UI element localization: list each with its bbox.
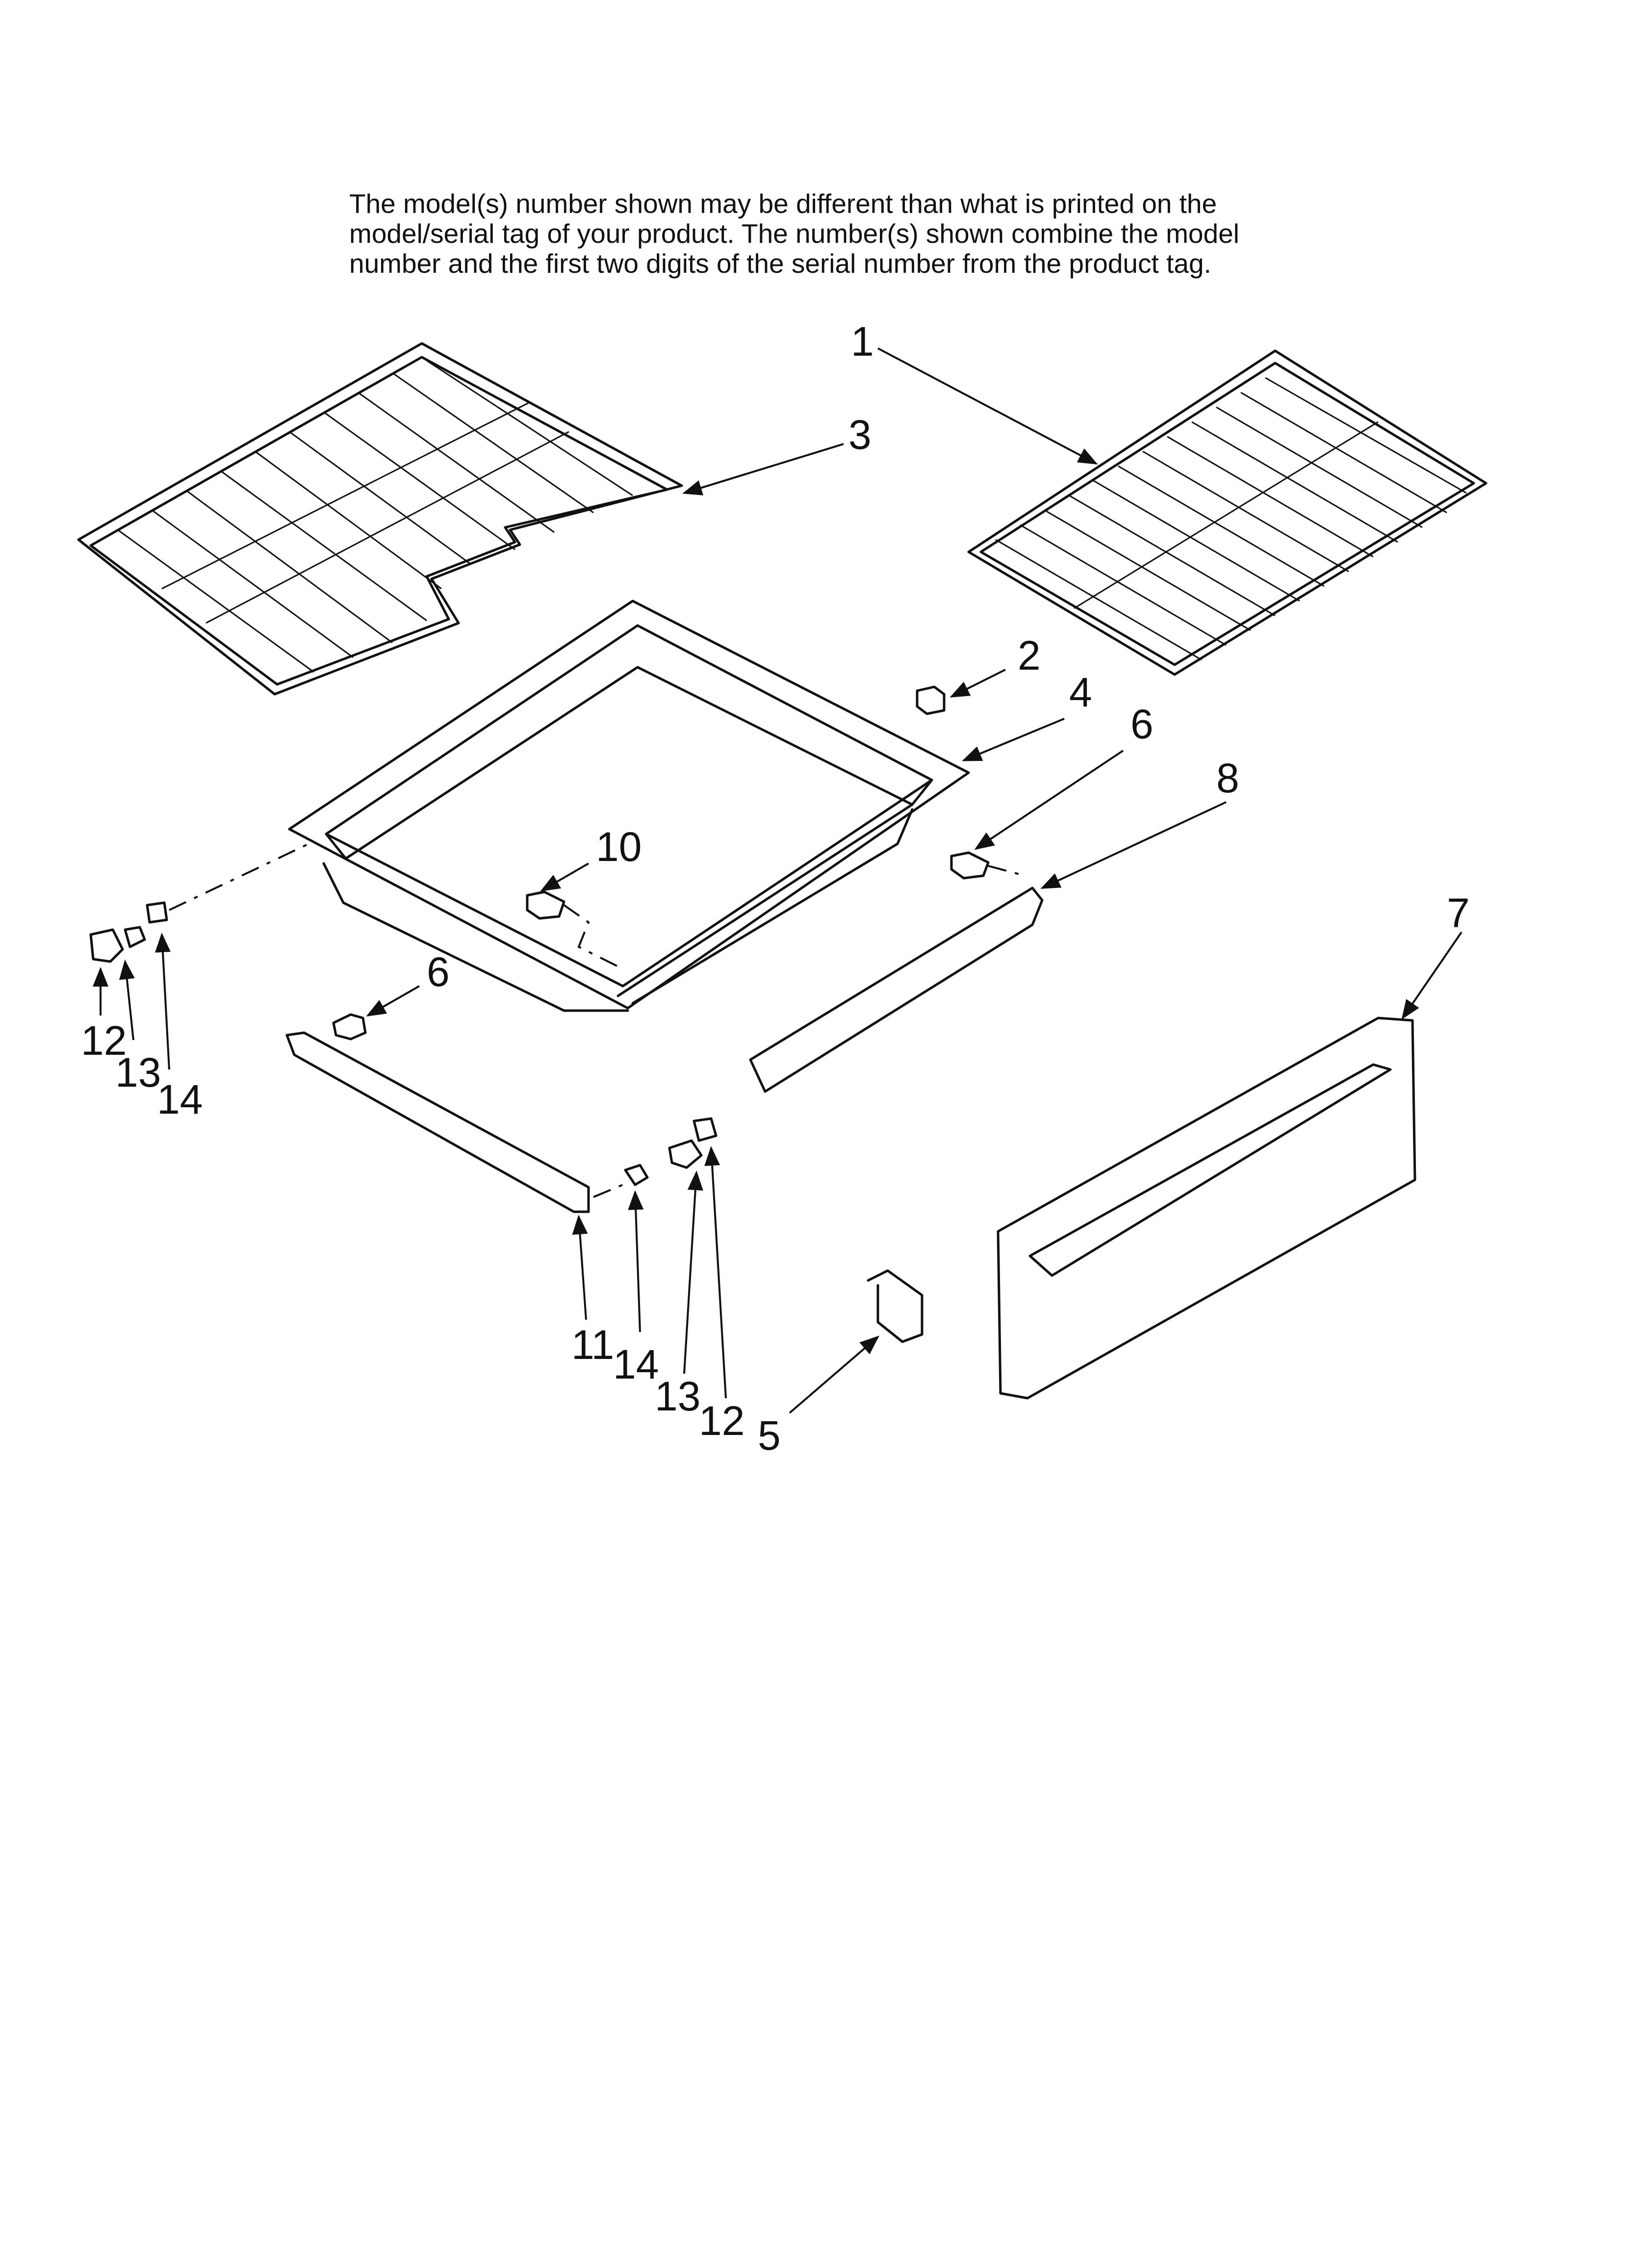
callout-12-left: 12 — [81, 1017, 127, 1064]
oven-rack-part-1 — [967, 349, 1488, 676]
drawer-pan-part-4 — [288, 600, 970, 1012]
callout-12-middle: 12 — [699, 1398, 744, 1444]
callout-14-middle: 14 — [613, 1341, 659, 1387]
broiler-rack-part-3 — [77, 342, 683, 696]
screw-part-6-left — [332, 1013, 367, 1041]
callout-7: 7 — [1447, 890, 1470, 936]
fasteners-left — [89, 840, 314, 963]
bracket-part-5 — [867, 1269, 924, 1343]
disclaimer-line-1: The model(s) number shown may be differe… — [349, 188, 1217, 219]
callout-6-left: 6 — [427, 949, 450, 995]
callout-8: 8 — [1216, 755, 1239, 801]
disclaimer-line-3: number and the first two digits of the s… — [349, 248, 1211, 279]
callout-1: 1 — [851, 318, 874, 365]
callout-13-middle: 13 — [655, 1373, 700, 1419]
bumper-part-2 — [916, 685, 946, 715]
callout-11: 11 — [571, 1322, 614, 1368]
callout-13-left: 13 — [115, 1049, 161, 1095]
callout-2: 2 — [1018, 632, 1041, 678]
screw-part-6-right — [950, 851, 990, 880]
slide-rail-part-8 — [749, 886, 1044, 1093]
callout-6-right: 6 — [1130, 701, 1154, 747]
callout-4: 4 — [1069, 669, 1092, 715]
model-number-disclaimer: The model(s) number shown may be differe… — [349, 189, 1502, 279]
disclaimer-line-2: model/serial tag of your product. The nu… — [349, 218, 1239, 249]
slide-rail-part-11 — [285, 1031, 590, 1213]
leader-lines — [93, 347, 1462, 1414]
callout-14-left: 14 — [157, 1076, 203, 1122]
callout-5: 5 — [758, 1412, 781, 1459]
callout-3: 3 — [848, 412, 872, 458]
callout-numbers: 1 2 3 4 5 6 6 7 8 10 11 12 12 13 13 14 1… — [81, 318, 1470, 1459]
callout-10: 10 — [596, 824, 641, 870]
drawer-front-part-7 — [997, 1017, 1416, 1400]
fasteners-middle — [624, 1117, 718, 1186]
screw-part-10 — [526, 890, 565, 920]
